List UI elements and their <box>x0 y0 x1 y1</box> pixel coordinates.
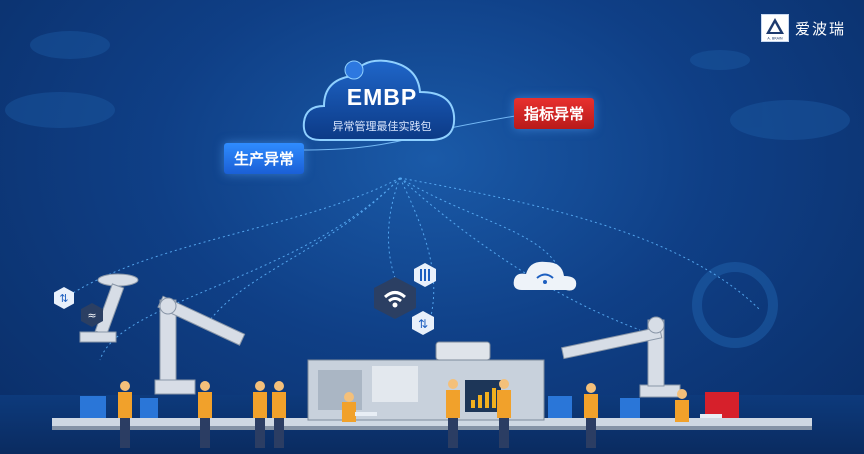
wifi-icon <box>374 277 416 319</box>
cloud-subtitle: 异常管理最佳实践包 <box>332 120 432 133</box>
svg-text:≈: ≈ <box>87 309 96 322</box>
cloud-wifi-icon <box>513 261 577 291</box>
production-anomaly-tag: 生产异常 <box>224 143 305 174</box>
svg-text:A. BRAIN: A. BRAIN <box>767 37 783 41</box>
sync-icon: ⇅ <box>54 287 74 309</box>
robot-arm-icon <box>154 295 246 395</box>
cloud-title: EMBP <box>346 84 418 110</box>
brand-logo: A. BRAIN 爱波瑞 <box>760 14 846 42</box>
embp-cloud <box>302 59 456 141</box>
logo-mark-icon: A. BRAIN <box>760 14 789 42</box>
sync-icon: ⇅ <box>412 311 434 335</box>
svg-text:⇅: ⇅ <box>418 317 428 331</box>
sliders-icon <box>414 263 436 287</box>
indicator-anomaly-tag: 指标异常 <box>514 98 595 129</box>
wifi-icon: ≈ <box>81 303 103 327</box>
worker-icon <box>118 379 689 448</box>
brand-name: 爱波瑞 <box>794 19 846 38</box>
svg-text:⇅: ⇅ <box>59 292 68 305</box>
